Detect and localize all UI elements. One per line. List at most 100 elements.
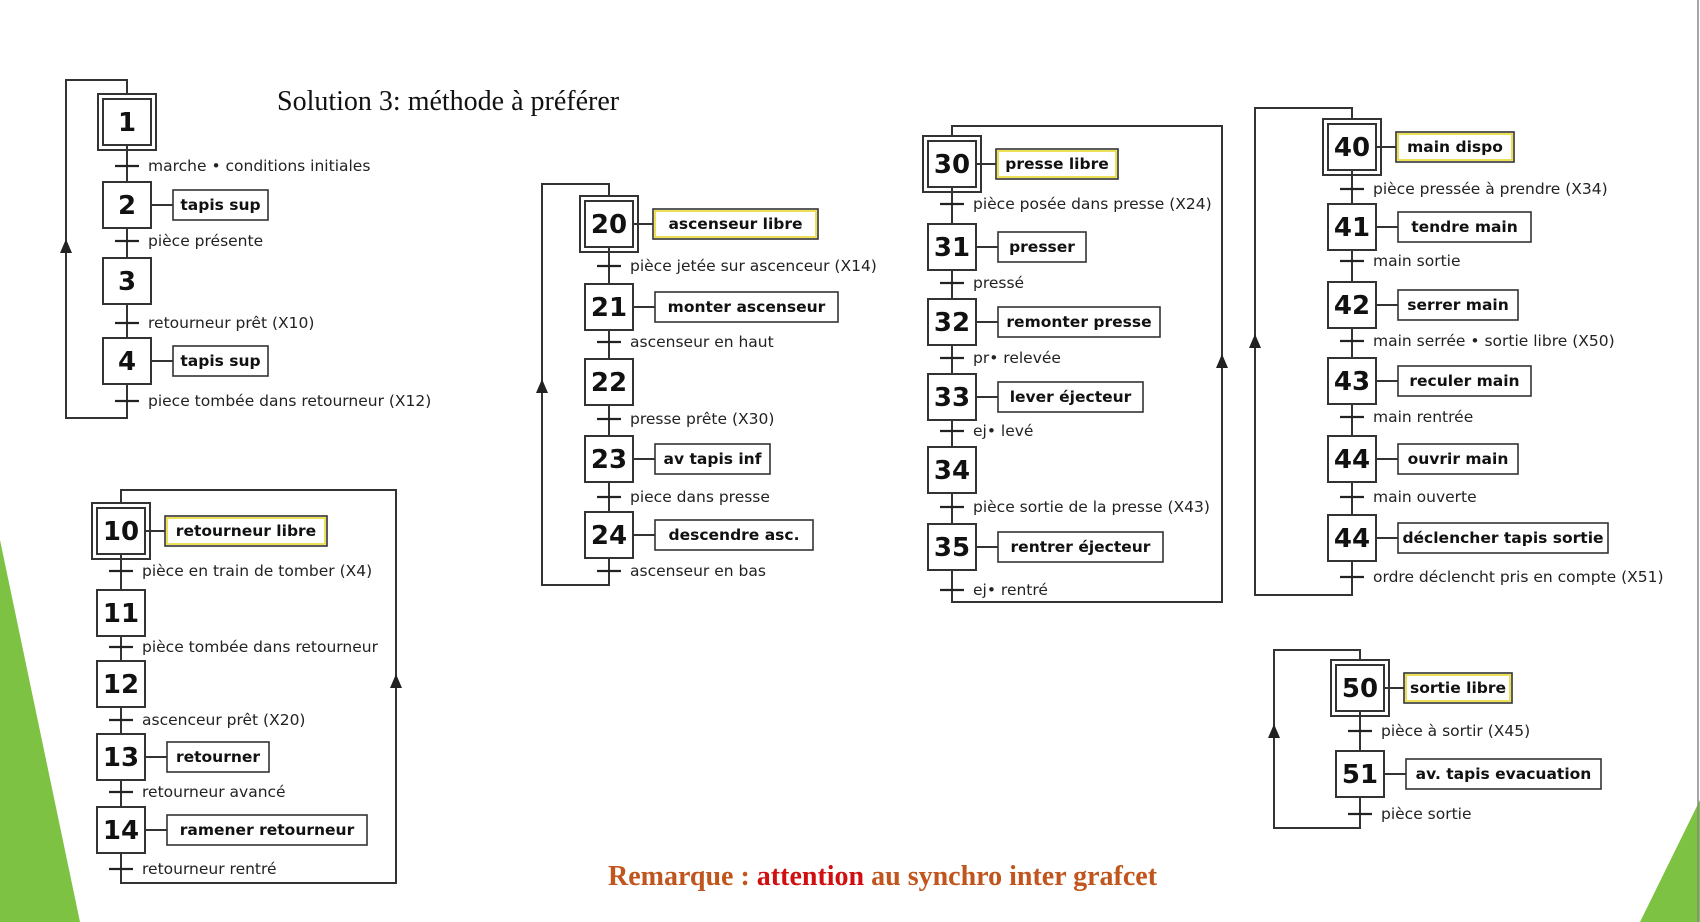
step-number: 14: [103, 816, 139, 846]
transition-label: pièce sortie de la presse (X43): [973, 498, 1210, 516]
step-35: 35 rentrer éjecteur: [927, 523, 1164, 571]
step-number: 20: [591, 210, 627, 240]
transition-label: retourneur rentré: [142, 860, 277, 878]
step-box: [96, 733, 146, 781]
step-number: 1: [118, 108, 136, 138]
transition-label: pr• relevée: [973, 349, 1061, 367]
transition: pièce posée dans presse (X24): [940, 195, 1212, 213]
loop-arrow-icon: [1249, 334, 1261, 348]
remark-part: Remarque: [608, 861, 733, 892]
transition: piece dans presse: [597, 488, 770, 506]
transition-label: ej• rentré: [973, 581, 1048, 599]
action-box: [172, 189, 269, 221]
action-label: retourneur libre: [176, 522, 316, 540]
loop-arrow-icon: [1268, 724, 1280, 738]
step-10: 10 retourneur libre: [91, 502, 328, 560]
step-box: [1327, 435, 1377, 483]
action-box: [1397, 522, 1609, 554]
transition: ascenseur en haut: [597, 333, 774, 351]
action-label: serrer main: [1407, 296, 1509, 314]
action-label: tapis sup: [180, 352, 260, 370]
transition-label: ascenseur en haut: [630, 333, 774, 351]
action-label: presser: [1009, 238, 1075, 256]
action-box: [997, 306, 1161, 338]
step-number: 51: [1342, 760, 1378, 790]
remark-text: Remarque : attention au synchro inter gr…: [608, 861, 1158, 892]
step-number: 4: [118, 347, 136, 377]
transition: retourneur rentré: [109, 860, 277, 878]
step-number: 44: [1334, 445, 1370, 475]
step-number: 35: [934, 533, 970, 563]
step-34: 34: [927, 446, 977, 494]
transition-label: ascenceur prêt (X20): [142, 711, 305, 729]
transition-label: pièce sortie: [1381, 805, 1472, 823]
transition-label: main ouverte: [1373, 488, 1477, 506]
remark-part: au: [864, 861, 908, 892]
transition: pièce sortie de la presse (X43): [940, 498, 1210, 516]
step-22: 22: [584, 358, 634, 406]
step-box: [102, 181, 152, 229]
transition: ascenseur en bas: [597, 562, 766, 580]
transition: pièce tombée dans retourneur: [109, 638, 379, 656]
step-11: 11: [96, 589, 146, 637]
loop-back-line: [1273, 649, 1361, 829]
step-number: 10: [103, 517, 139, 547]
transition-label: presse prête (X30): [630, 410, 774, 428]
step-3: 3: [102, 257, 152, 305]
transition: pr• relevée: [940, 349, 1061, 367]
step-box: [584, 358, 634, 406]
transition: pièce pressée à prendre (X34): [1340, 180, 1608, 198]
transition: pièce en train de tomber (X4): [109, 562, 372, 580]
step-box: [927, 446, 977, 494]
transition-label: main serrée • sortie libre (X50): [1373, 332, 1615, 350]
step-number: 24: [591, 521, 627, 551]
transition-label: ordre déclencht pris en compte (X51): [1373, 568, 1664, 586]
step-box: [584, 200, 634, 248]
action-box: [172, 345, 269, 377]
action-label: lever éjecteur: [1010, 388, 1132, 406]
step-number: 3: [118, 267, 136, 297]
step-box: [1327, 281, 1377, 329]
transition-label: ej• levé: [973, 422, 1033, 440]
action-box: [654, 291, 839, 323]
transition: retourneur avancé: [109, 783, 286, 801]
step-box: [1327, 203, 1377, 251]
step-number: 2: [118, 191, 136, 221]
transition: pièce sortie: [1348, 805, 1472, 823]
transition: ordre déclencht pris en compte (X51): [1340, 568, 1664, 586]
action-box: [995, 148, 1119, 180]
remark-part: synchro inter grafcet: [908, 861, 1158, 892]
remark-part: :: [733, 861, 756, 892]
action-box: [652, 208, 819, 240]
transition-label: main sortie: [1373, 252, 1461, 270]
transition: ej• rentré: [940, 581, 1048, 599]
step-number: 33: [934, 383, 970, 413]
transition: presse prête (X30): [597, 410, 774, 428]
action-label: monter ascenseur: [668, 298, 826, 316]
step-number: 50: [1342, 674, 1378, 704]
transition: marche • conditions initiales: [115, 157, 370, 175]
action-label: rentrer éjecteur: [1011, 538, 1151, 556]
transition-label: pièce pressée à prendre (X34): [1373, 180, 1608, 198]
loop-arrow-icon: [536, 379, 548, 393]
step-box: [1335, 664, 1385, 712]
step-number: 41: [1334, 213, 1370, 243]
action-box: [166, 814, 368, 846]
action-label: main dispo: [1407, 138, 1503, 156]
